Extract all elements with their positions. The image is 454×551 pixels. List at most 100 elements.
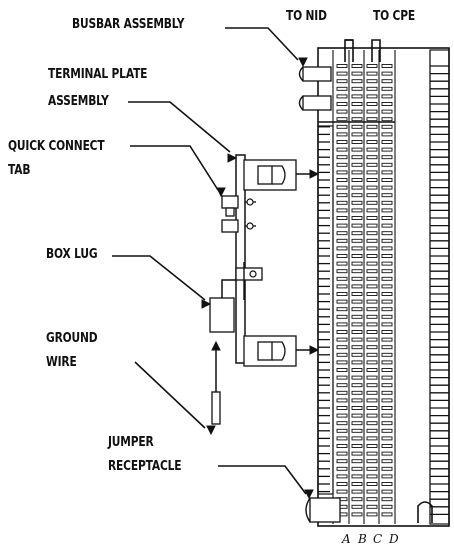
clip-c xyxy=(366,466,378,471)
clip-d xyxy=(381,292,393,296)
clip-a xyxy=(336,269,348,274)
clip-b xyxy=(351,390,363,395)
clip-a xyxy=(336,421,348,426)
leader-busbar-head xyxy=(298,57,308,68)
clip-c xyxy=(366,489,378,494)
clip-b xyxy=(351,109,363,114)
clip-a xyxy=(336,375,348,380)
clip-d xyxy=(381,345,393,350)
clip-c xyxy=(366,94,378,99)
label-quick-connect-line1: QUICK CONNECT xyxy=(8,139,105,154)
clip-c xyxy=(366,102,378,106)
clip-a xyxy=(336,360,348,365)
clip-b xyxy=(351,216,363,220)
label-busbar-assembly: BUSBAR ASSEMBLY xyxy=(72,17,185,32)
clip-c xyxy=(366,497,378,502)
clip-b xyxy=(351,292,363,296)
clip-b xyxy=(351,162,363,167)
clip-b xyxy=(351,428,363,433)
clip-d xyxy=(381,269,393,274)
busbar-curl-top xyxy=(298,66,304,82)
leader-quick-connect xyxy=(130,145,219,191)
clip-d xyxy=(381,109,393,114)
clip-a xyxy=(336,94,348,99)
clip-d xyxy=(381,421,393,426)
clip-c xyxy=(366,421,378,426)
clip-d xyxy=(381,436,393,441)
clip-b xyxy=(351,406,363,410)
terminal-plate-assembly xyxy=(235,154,320,367)
clip-c xyxy=(366,140,378,144)
clip-d xyxy=(381,337,393,342)
clip-d xyxy=(381,413,393,418)
terminal-brackets xyxy=(344,39,381,62)
clip-a xyxy=(336,64,348,68)
clip-a xyxy=(336,489,348,494)
clip-b xyxy=(351,185,363,190)
clip-d xyxy=(381,398,393,403)
clip-b xyxy=(351,421,363,426)
leader-ground-head xyxy=(206,425,216,436)
label-quick-connect-line2: TAB xyxy=(8,163,31,178)
clip-d xyxy=(381,185,393,190)
clip-c xyxy=(366,512,378,517)
clip-b xyxy=(351,155,363,160)
clip-c xyxy=(366,451,378,456)
jumper-receptacle-body xyxy=(309,497,341,523)
clip-c xyxy=(366,284,378,289)
clip-d xyxy=(381,307,393,312)
clip-b xyxy=(351,482,363,486)
label-jumper-receptacle-line1: JUMPER xyxy=(108,435,154,450)
clip-b xyxy=(351,307,363,312)
clip-d xyxy=(381,459,393,464)
clip-d xyxy=(381,86,393,91)
busbar-clip-top xyxy=(302,66,332,82)
clip-b xyxy=(351,254,363,258)
clip-d xyxy=(381,155,393,160)
clip-d xyxy=(381,504,393,509)
clip-a xyxy=(336,246,348,251)
clip-b xyxy=(351,451,363,456)
clip-b xyxy=(351,284,363,289)
clip-d xyxy=(381,231,393,236)
clip-c xyxy=(366,216,378,220)
clip-b xyxy=(351,208,363,213)
clip-b xyxy=(351,132,363,137)
clip-c xyxy=(366,193,378,198)
clip-d xyxy=(381,124,393,129)
clip-b xyxy=(351,246,363,251)
clip-b xyxy=(351,238,363,243)
clip-a xyxy=(336,466,348,471)
clip-d xyxy=(381,383,393,388)
clip-a xyxy=(336,238,348,243)
clip-b xyxy=(351,345,363,350)
box-lug-nut xyxy=(249,270,257,278)
clip-b xyxy=(351,178,363,182)
clip-c xyxy=(366,474,378,479)
busbar-curl-lower xyxy=(298,95,304,111)
lower-clip-curl xyxy=(272,341,286,361)
clip-d xyxy=(381,216,393,220)
clip-c xyxy=(366,436,378,441)
clip-c xyxy=(366,86,378,91)
clip-c xyxy=(366,162,378,167)
clip-a xyxy=(336,345,348,350)
clip-b xyxy=(351,497,363,502)
clip-d xyxy=(381,360,393,365)
clip-d xyxy=(381,102,393,106)
clip-a xyxy=(336,299,348,304)
arrow-head-upper xyxy=(309,169,320,179)
clip-a xyxy=(336,284,348,289)
clip-c xyxy=(366,231,378,236)
clip-b xyxy=(351,71,363,76)
label-to-cpe: TO CPE xyxy=(373,9,415,24)
clip-c xyxy=(366,292,378,296)
clip-c xyxy=(366,124,378,129)
clip-b xyxy=(351,314,363,319)
clip-b xyxy=(351,117,363,122)
clip-b xyxy=(351,170,363,175)
clip-c xyxy=(366,330,378,334)
clip-a xyxy=(336,185,348,190)
